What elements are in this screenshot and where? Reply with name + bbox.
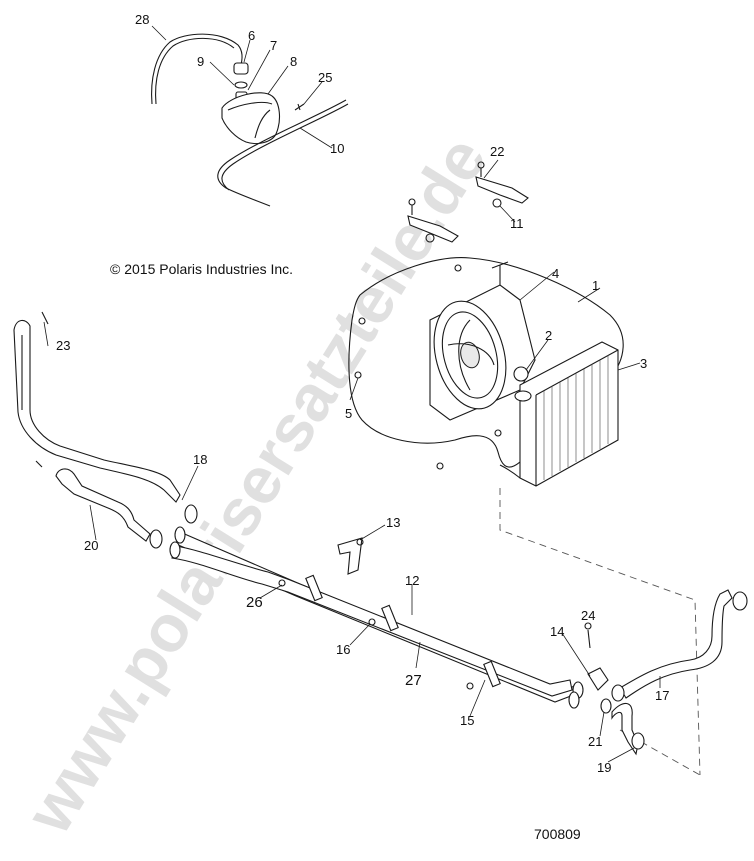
bracket-13: [337, 537, 364, 575]
callout-26: 26: [246, 594, 263, 611]
callout-5: 5: [345, 406, 352, 421]
callout-7: 7: [270, 38, 277, 53]
hose-23: [13, 311, 198, 524]
callout-27: 27: [405, 672, 422, 689]
callout-6: 6: [248, 28, 255, 43]
callout-18: 18: [193, 452, 207, 467]
cap-icon: [233, 62, 249, 75]
callout-11: 11: [510, 216, 524, 231]
callout-19: 19: [597, 760, 611, 775]
leader-lines: [43, 25, 661, 763]
callout-9: 9: [197, 54, 204, 69]
callout-20: 20: [84, 538, 98, 553]
diagram-id: 700809: [534, 826, 581, 842]
callout-22: 22: [490, 144, 504, 159]
callout-2: 2: [545, 328, 552, 343]
callout-13: 13: [386, 515, 400, 530]
callout-12: 12: [405, 573, 419, 588]
bracket-14: [584, 622, 609, 691]
callout-10: 10: [330, 141, 344, 156]
overflow-bottle-assembly: [151, 33, 349, 207]
coolant-tubes: [169, 526, 584, 709]
callout-14: 14: [550, 624, 564, 639]
callout-17: 17: [655, 688, 669, 703]
callout-4: 4: [552, 266, 559, 281]
callout-23: 23: [56, 338, 70, 353]
callout-labels: 28 6 7 9 8 25 10 22 11 © 2015 Polaris In…: [56, 12, 669, 842]
callout-25: 25: [318, 70, 332, 85]
callout-3: 3: [640, 356, 647, 371]
radiator: [499, 341, 619, 487]
callout-21: 21: [588, 734, 602, 749]
copyright: © 2015 Polaris Industries Inc.: [110, 261, 293, 277]
callout-24: 24: [581, 608, 595, 623]
hose-20: [55, 468, 163, 549]
callout-28: 28: [135, 12, 149, 27]
hose-17: [611, 589, 748, 702]
callout-1: 1: [592, 278, 599, 293]
overflow-bottle: [221, 92, 281, 145]
hose-19: [600, 698, 645, 756]
fan-assembly: [429, 261, 536, 421]
callout-15: 15: [460, 713, 474, 728]
fan-brackets: [407, 161, 529, 243]
callout-16: 16: [336, 642, 350, 657]
callout-8: 8: [290, 54, 297, 69]
